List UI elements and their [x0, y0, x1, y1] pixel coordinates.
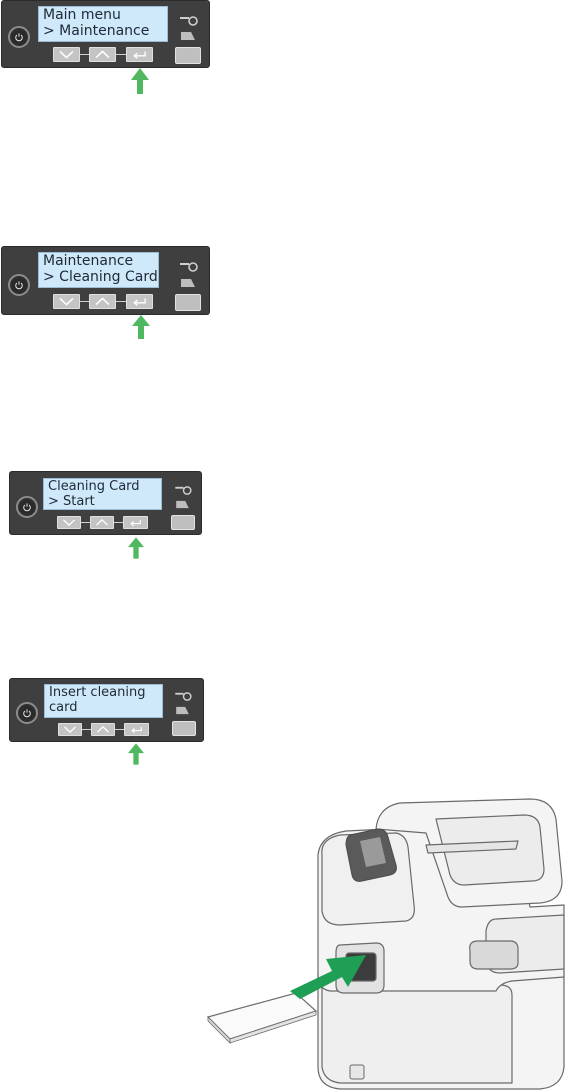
enter-icon — [125, 724, 148, 735]
chevron-up-icon — [92, 724, 114, 735]
green-arrow-icon — [131, 68, 149, 94]
nav-connector — [80, 54, 89, 55]
status-button[interactable] — [171, 515, 195, 530]
status-button[interactable] — [172, 721, 196, 736]
lcd-display: Maintenance > Cleaning Card — [38, 252, 159, 288]
chevron-down-icon — [58, 517, 80, 528]
ribbon-icon — [174, 691, 193, 702]
enter-button[interactable] — [123, 516, 148, 529]
card-icon — [179, 31, 197, 41]
nav-connector — [115, 729, 124, 730]
up-button[interactable] — [89, 47, 116, 62]
ribbon-icon — [179, 261, 199, 273]
up-button[interactable] — [90, 516, 114, 529]
power-button[interactable] — [16, 702, 38, 724]
chevron-down-icon — [54, 295, 79, 308]
chevron-down-icon — [54, 48, 79, 61]
card-icon — [174, 500, 191, 509]
control-panel-3: Cleaning Card > Start — [9, 471, 202, 535]
green-arrow-icon — [128, 742, 144, 766]
down-button[interactable] — [57, 516, 81, 529]
status-button[interactable] — [175, 294, 201, 311]
nav-connector — [116, 54, 126, 55]
enter-icon — [124, 517, 147, 528]
green-arrow-icon — [132, 315, 150, 339]
ribbon-icon — [179, 15, 199, 27]
card-icon — [179, 278, 197, 288]
down-button[interactable] — [53, 294, 80, 309]
lcd-line-2: card — [49, 701, 162, 716]
power-icon — [18, 498, 36, 516]
down-button[interactable] — [58, 723, 82, 736]
enter-button[interactable] — [126, 294, 153, 309]
control-panel-2: Maintenance > Cleaning Card — [1, 246, 210, 315]
nav-connector — [116, 301, 126, 302]
ribbon-icon — [174, 485, 193, 496]
chevron-up-icon — [90, 48, 115, 61]
chevron-up-icon — [90, 295, 115, 308]
lcd-line-2: > Cleaning Card — [43, 270, 158, 286]
enter-button[interactable] — [124, 723, 149, 736]
lcd-display: Insert cleaning card — [44, 684, 163, 718]
chevron-up-icon — [91, 517, 113, 528]
enter-button[interactable] — [126, 47, 153, 62]
nav-connector — [114, 522, 123, 523]
enter-icon — [127, 295, 152, 308]
printer-illustration — [200, 795, 565, 1091]
nav-connector — [80, 301, 89, 302]
control-panel-1: Main menu > Maintenance — [1, 0, 210, 68]
green-arrow-icon — [128, 536, 144, 560]
card-icon — [174, 706, 191, 715]
up-button[interactable] — [89, 294, 116, 309]
power-icon — [18, 704, 36, 722]
lcd-display: Main menu > Maintenance — [38, 6, 168, 42]
power-icon — [10, 28, 28, 46]
lcd-line-1: Insert cleaning — [49, 686, 162, 701]
up-button[interactable] — [91, 723, 115, 736]
power-button[interactable] — [8, 26, 30, 48]
down-button[interactable] — [53, 47, 80, 62]
nav-connector — [81, 522, 90, 523]
lcd-line-2: > Maintenance — [43, 24, 167, 40]
chevron-down-icon — [59, 724, 81, 735]
enter-icon — [127, 48, 152, 61]
lcd-line-1: Maintenance — [43, 254, 158, 270]
power-button[interactable] — [16, 496, 38, 518]
lcd-line-2: > Start — [48, 495, 161, 510]
status-button[interactable] — [175, 47, 201, 64]
lcd-line-1: Main menu — [43, 8, 167, 24]
lcd-display: Cleaning Card > Start — [43, 478, 162, 510]
lcd-line-1: Cleaning Card — [48, 480, 161, 495]
power-button[interactable] — [8, 274, 30, 296]
control-panel-4: Insert cleaning card — [9, 678, 204, 742]
nav-connector — [82, 729, 91, 730]
power-icon — [10, 276, 28, 294]
